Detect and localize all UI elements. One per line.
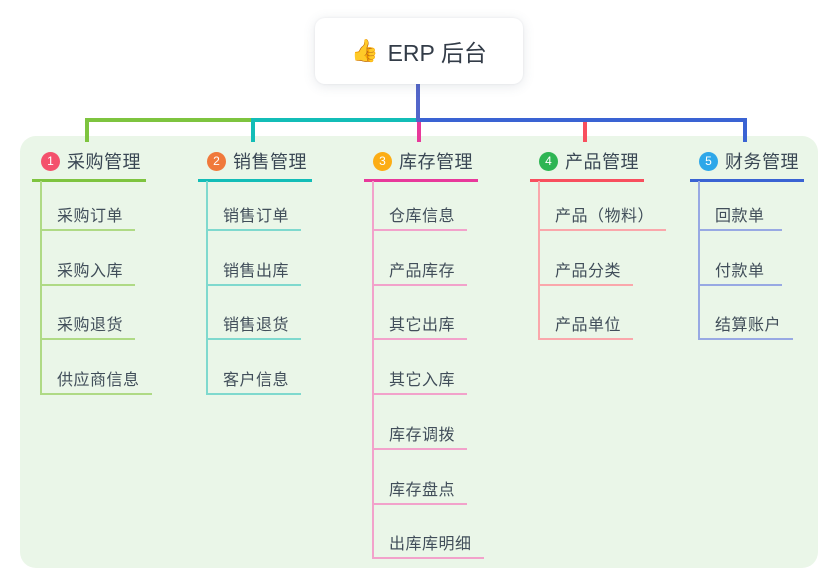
branch-node-5[interactable]: 5 财务管理 [699,150,799,172]
branch-underline-4 [530,179,644,182]
root-node[interactable]: 👍 ERP 后台 [315,18,523,84]
child-item[interactable]: 销售退货 [206,304,302,340]
connector-branch-1-drop [85,118,89,142]
branch-label: 采购管理 [67,152,141,172]
child-item[interactable]: 客户信息 [206,359,302,395]
branch-1-child-vline [40,181,42,395]
branch-underline-5 [690,179,804,182]
branch-node-1[interactable]: 1 采购管理 [41,150,141,172]
branch-4-child-vline [538,181,540,340]
child-item[interactable]: 销售订单 [206,195,302,231]
connector-branch-5-drop [743,118,747,142]
branch-5-child-vline [698,181,700,340]
child-item[interactable]: 出库库明细 [372,523,484,559]
branch-3-child-vline [372,181,374,559]
child-item[interactable]: 供应商信息 [40,359,152,395]
child-item[interactable]: 产品单位 [538,304,634,340]
child-item[interactable]: 采购订单 [40,195,136,231]
connector-branch-3-drop [417,118,421,142]
child-item[interactable]: 结算账户 [698,304,794,340]
child-item[interactable]: 产品分类 [538,250,634,286]
child-item[interactable]: 采购入库 [40,250,136,286]
connector-branch-2-drop [251,118,255,142]
branch-number-badge: 3 [373,151,392,171]
branch-node-3[interactable]: 3 库存管理 [373,150,473,172]
branch-number-badge: 4 [539,151,558,171]
connector-root-stem [416,84,420,122]
child-item[interactable]: 仓库信息 [372,195,468,231]
branch-node-4[interactable]: 4 产品管理 [539,150,639,172]
child-item[interactable]: 其它入库 [372,359,468,395]
child-item[interactable]: 库存盘点 [372,469,468,505]
branch-underline-1 [32,179,146,182]
child-item[interactable]: 产品（物料） [538,195,667,231]
branch-2-child-vline [206,181,208,395]
connector-branch-5-horizontal [416,118,747,122]
branch-number-badge: 2 [207,151,226,171]
child-item[interactable]: 付款单 [698,250,782,286]
child-item[interactable]: 回款单 [698,195,782,231]
thumbs-up-icon: 👍 [351,38,379,63]
root-node-label: ERP 后台 [387,40,487,66]
connector-branch-4-drop [583,118,587,142]
branch-label: 库存管理 [399,152,473,172]
child-item[interactable]: 采购退货 [40,304,136,340]
branch-label: 销售管理 [233,152,307,172]
branch-number-badge: 1 [41,151,60,171]
branch-node-2[interactable]: 2 销售管理 [207,150,307,172]
child-item[interactable]: 其它出库 [372,304,468,340]
branch-label: 财务管理 [725,152,799,172]
branch-underline-2 [198,179,312,182]
child-item[interactable]: 销售出库 [206,250,302,286]
child-item[interactable]: 产品库存 [372,250,468,286]
child-item[interactable]: 库存调拨 [372,414,468,450]
branch-underline-3 [364,179,478,182]
branch-number-badge: 5 [699,151,718,171]
branch-label: 产品管理 [565,152,639,172]
connector-branch-2-horizontal [251,118,420,122]
branches-panel [20,136,818,568]
